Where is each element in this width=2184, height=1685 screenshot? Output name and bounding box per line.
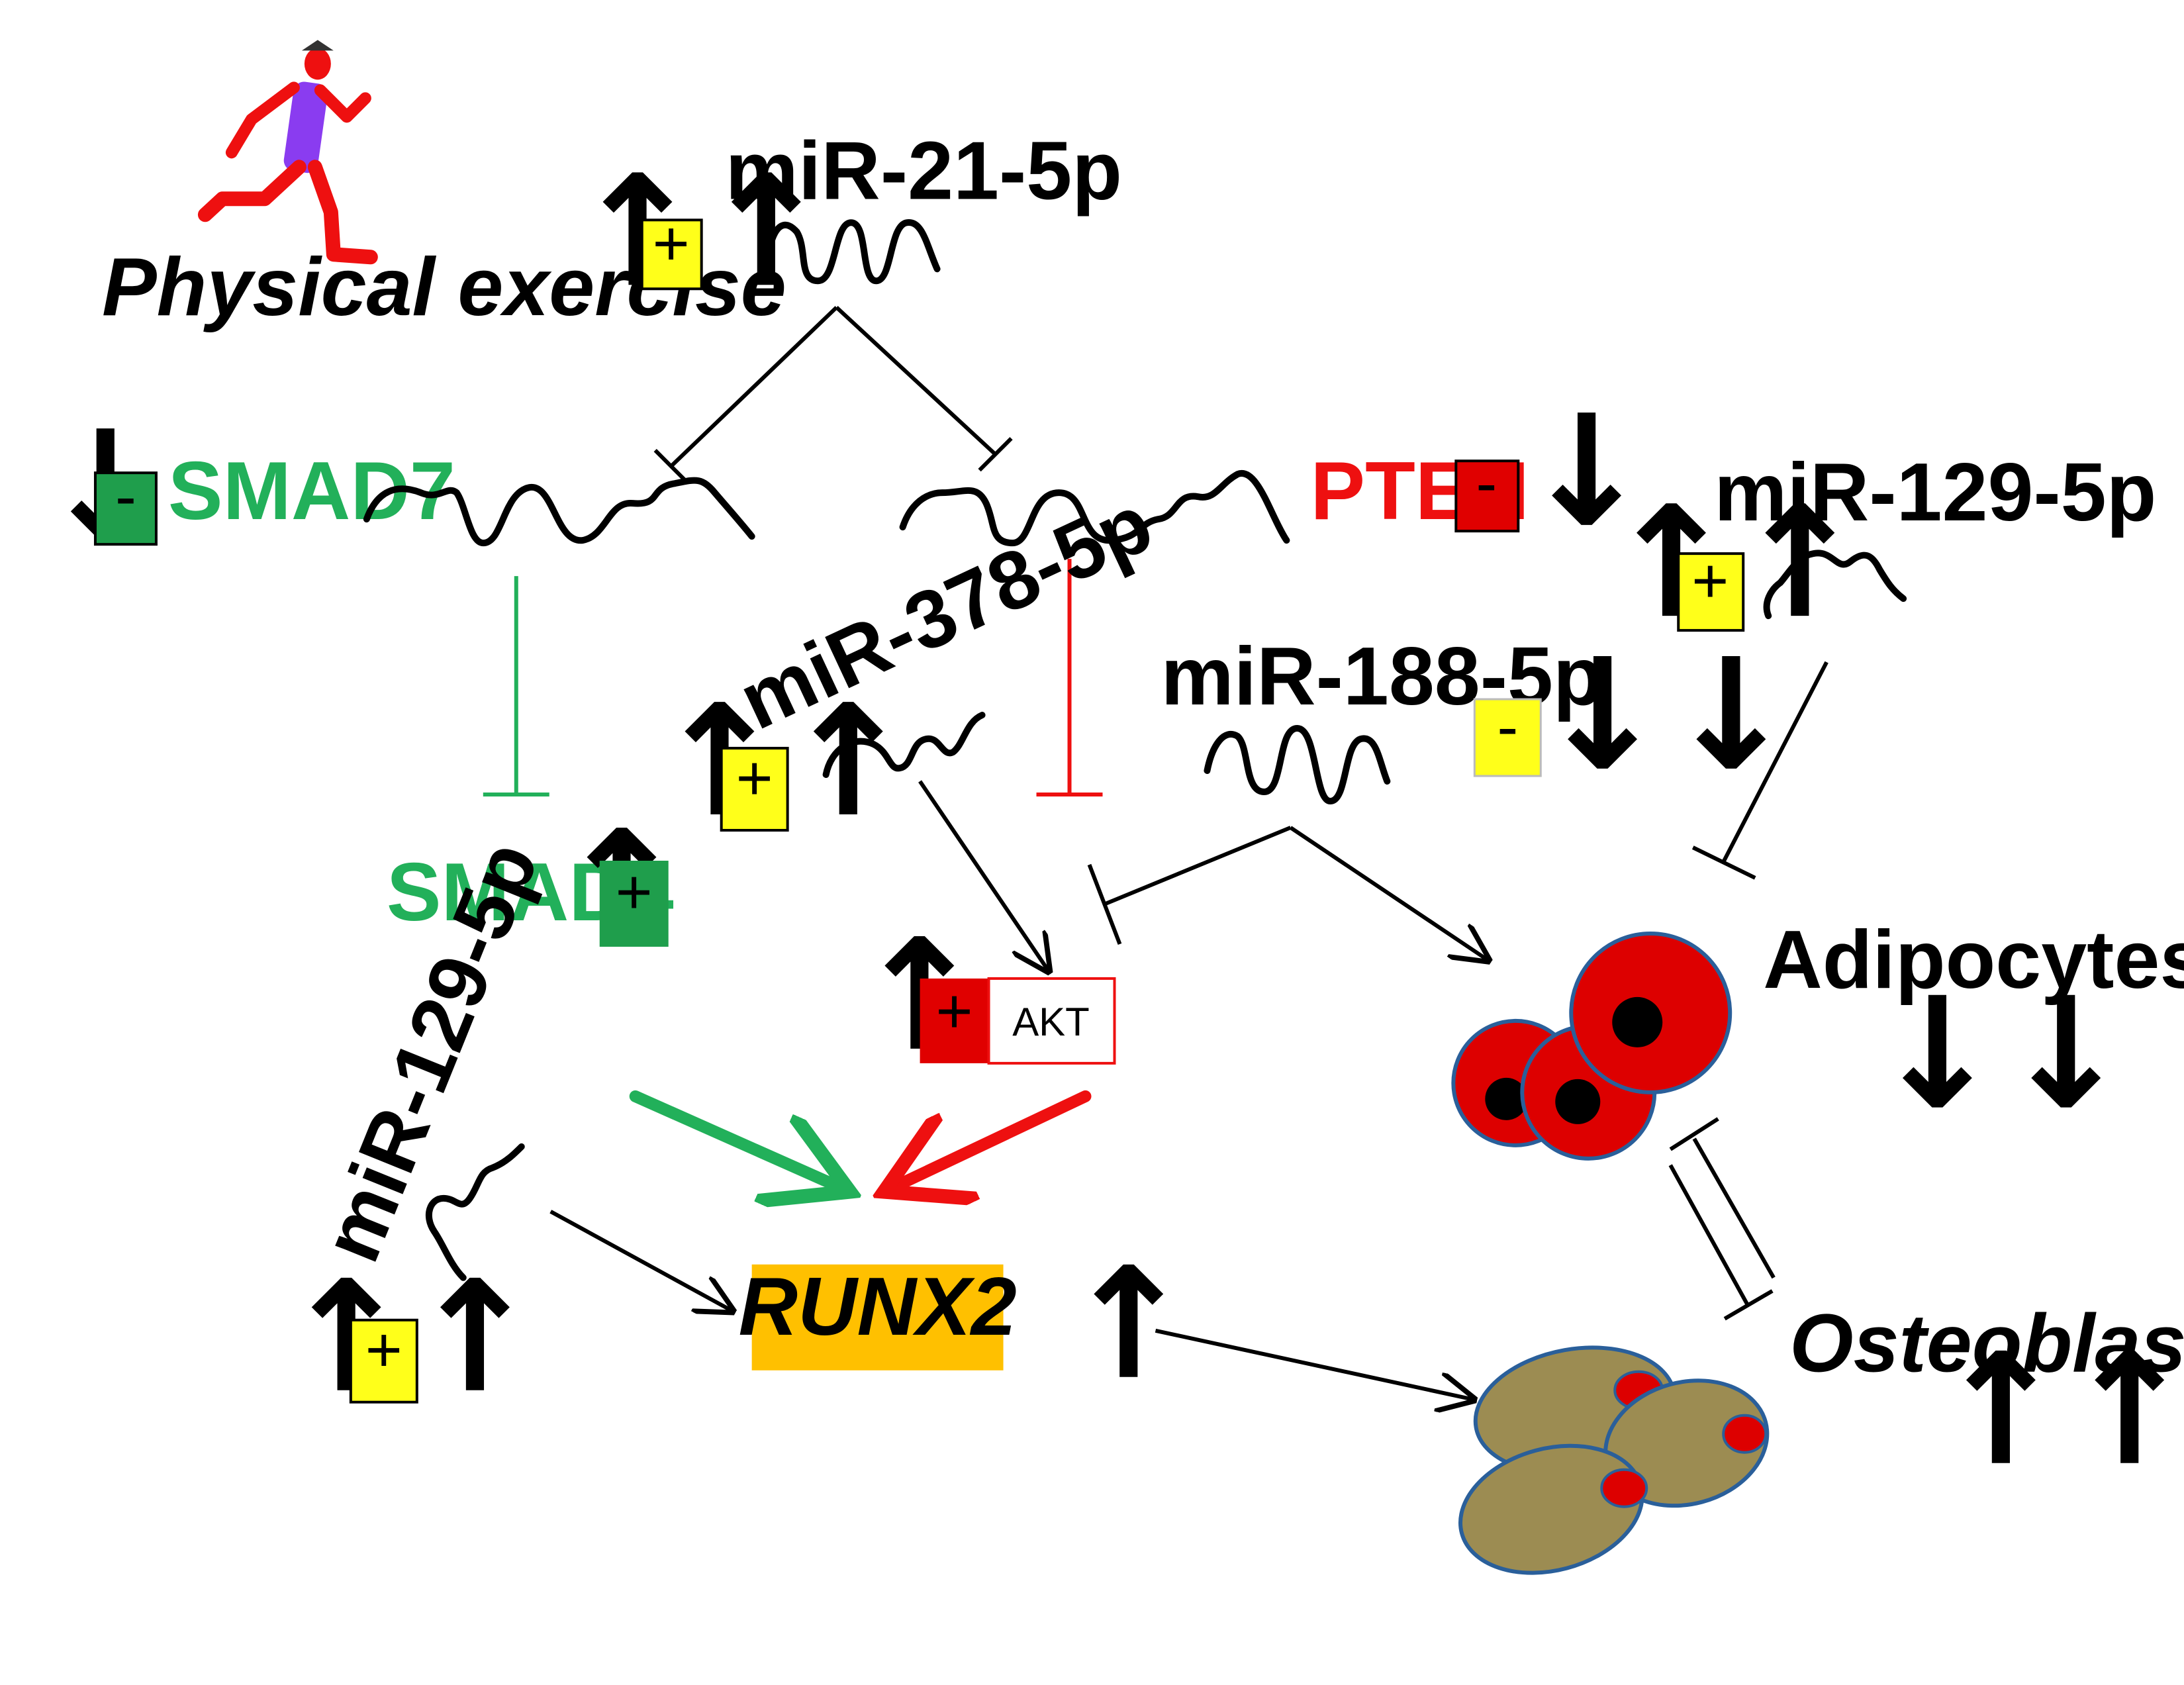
runner-icon: [197, 40, 378, 265]
mir129-inhibit-adipocytes-line: [1721, 661, 1828, 863]
mir21-inhibit-smad7-line: [669, 306, 838, 468]
smad4-sign-box: [599, 860, 669, 947]
osteoblasts-label: Osteoblasts: [1789, 1298, 2184, 1390]
mir21-inhibit-pten-bar: [978, 437, 1013, 472]
smad4-sign: +: [616, 857, 653, 928]
mir129-bottom-sign-box: [349, 1318, 418, 1404]
mir129-inhibit-adipocytes-bar: [1691, 845, 1756, 880]
mir188-to-adipocytes-arrow: [1289, 826, 1488, 960]
osteoblasts-inhibit-adipocytes-line: [1692, 1137, 1776, 1279]
runx2-trend: ↑: [1065, 1235, 1193, 1414]
mir21-sign: +: [653, 208, 690, 279]
mir129-top-rna-icon: [1763, 550, 1907, 620]
mir129-top-sign: +: [1691, 546, 1729, 616]
mir21-inhibit-pten-line: [835, 306, 997, 456]
pten-sign-box: [1454, 459, 1520, 533]
mir188-sign: -: [1497, 691, 1518, 762]
akt-sign: +: [936, 976, 973, 1047]
mir188-inhibit-akt-bar: [1087, 863, 1122, 945]
adipocytes-label: Adipocytes: [1763, 914, 2184, 1006]
adipocytes-inhibit-osteoblasts-line: [1668, 1164, 1749, 1306]
mir378-to-akt-arrow: [918, 780, 1049, 971]
runx2-to-osteoblasts-arrow: [1155, 1328, 1473, 1400]
mir188-inhibit-akt-line: [1103, 826, 1292, 906]
osteoblast-cell-icon: [1458, 1345, 1770, 1575]
mir188-trend: ↓↓: [1538, 626, 1795, 804]
adipocytes-inhibit-osteoblasts-bar: [1723, 1289, 1774, 1321]
akt-to-runx2-arrow: [884, 1090, 1092, 1192]
osteoblasts-inhibit-adipocytes-bar: [1669, 1117, 1719, 1151]
smad4-to-runx2-arrow: [629, 1090, 850, 1192]
mir378-rna-icon: [822, 712, 986, 779]
osteoblasts-trend: ↑↑↑: [1936, 1321, 2184, 1500]
runx2-label: RUNX2: [739, 1261, 1017, 1353]
mir129-top-label: miR-129-5p: [1714, 447, 2156, 538]
mir188-rna-icon: [1204, 725, 1391, 805]
mir129-bottom-rna-icon: [425, 1143, 525, 1281]
adipocyte-cell-icon: [1451, 931, 1733, 1161]
akt-box: [987, 977, 1116, 1065]
mir129-top-sign-box: [1677, 552, 1745, 632]
pten-mrna-icon: [899, 469, 1290, 547]
pten-sign: -: [1476, 448, 1497, 518]
mir129-to-runx2-arrow: [549, 1210, 732, 1311]
mir188-sign-box: [1473, 698, 1542, 777]
akt-sign-box: [920, 978, 989, 1063]
mir378-sign-box: [720, 747, 789, 832]
smad7-mrna-icon: [363, 477, 755, 547]
adipocytes-trend: ↓↓: [1873, 965, 2130, 1143]
mir21-rna-icon: [767, 219, 941, 285]
mir21-sign-box: [640, 218, 703, 291]
mir21-label: miR-21-5p: [726, 125, 1122, 217]
mir21-inhibit-smad7-bar: [653, 449, 688, 484]
smad7-sign-box: [93, 471, 158, 546]
smad7-sign: -: [115, 461, 136, 532]
pten-trend: ↓: [1522, 382, 1650, 561]
mir378-sign: +: [736, 743, 773, 814]
mir129-bottom-sign: +: [365, 1315, 403, 1386]
runx2-box: [751, 1264, 1004, 1371]
akt-label: AKT: [1012, 1000, 1090, 1044]
